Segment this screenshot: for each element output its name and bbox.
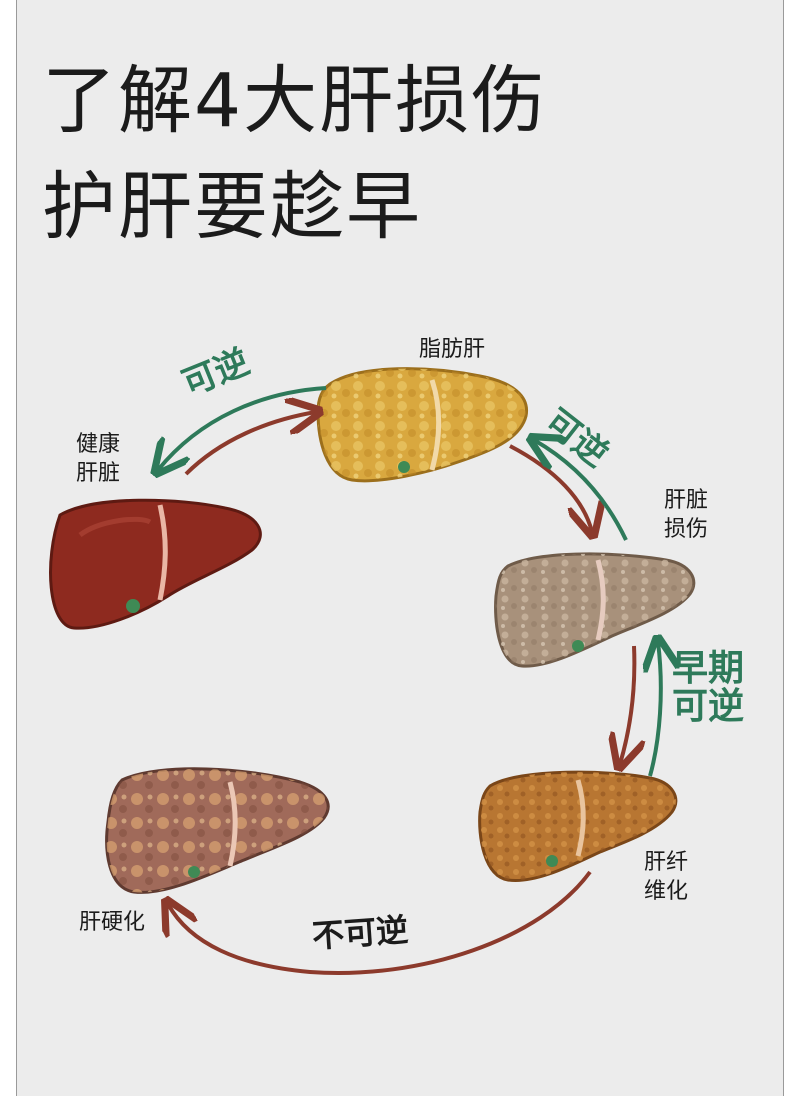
damaged-liver-icon (494, 552, 696, 668)
early-reversible-label: 早期 可逆 (672, 650, 744, 726)
arrow-healthy-to-fatty (184, 412, 316, 476)
label-cirrhosis: 肝硬化 (78, 910, 145, 935)
arrow-fibrosis-to-damage (650, 642, 661, 777)
cirrhosis-liver-icon (105, 767, 330, 894)
arrow-damage-to-fatty (534, 440, 628, 541)
arrow-fatty-to-healthy (158, 386, 327, 470)
irreversible-label: 不可逆 (310, 910, 410, 956)
early-reversible-line-1: 早期 (672, 648, 745, 689)
early-reversible-line-2: 可逆 (672, 685, 745, 727)
healthy-liver-icon (49, 498, 262, 630)
label-fibrosis-line-1: 肝纤 (643, 850, 688, 875)
label-damage-line-2: 损伤 (663, 517, 708, 542)
label-liver-damage: 肝脏 损伤 (654, 486, 718, 544)
label-healthy-line-1: 健康 (75, 432, 120, 457)
label-healthy-line-2: 肝脏 (75, 461, 120, 486)
label-damage-line-1: 肝脏 (663, 488, 708, 513)
label-fatty-liver: 脂肪肝 (418, 337, 485, 362)
label-healthy-liver: 健康 肝脏 (66, 430, 130, 488)
title-line-1: 了解4大肝损伤 (42, 58, 548, 144)
arrow-fibrosis-to-cirrhosis (168, 870, 592, 975)
label-fibrosis-line-2: 维化 (643, 879, 688, 904)
label-liver-fibrosis: 肝纤 维化 (634, 848, 698, 906)
arrow-damage-to-fibrosis (620, 645, 634, 764)
title-line-2: 护肝要趁早 (42, 164, 422, 250)
fatty-liver-icon (316, 367, 529, 483)
